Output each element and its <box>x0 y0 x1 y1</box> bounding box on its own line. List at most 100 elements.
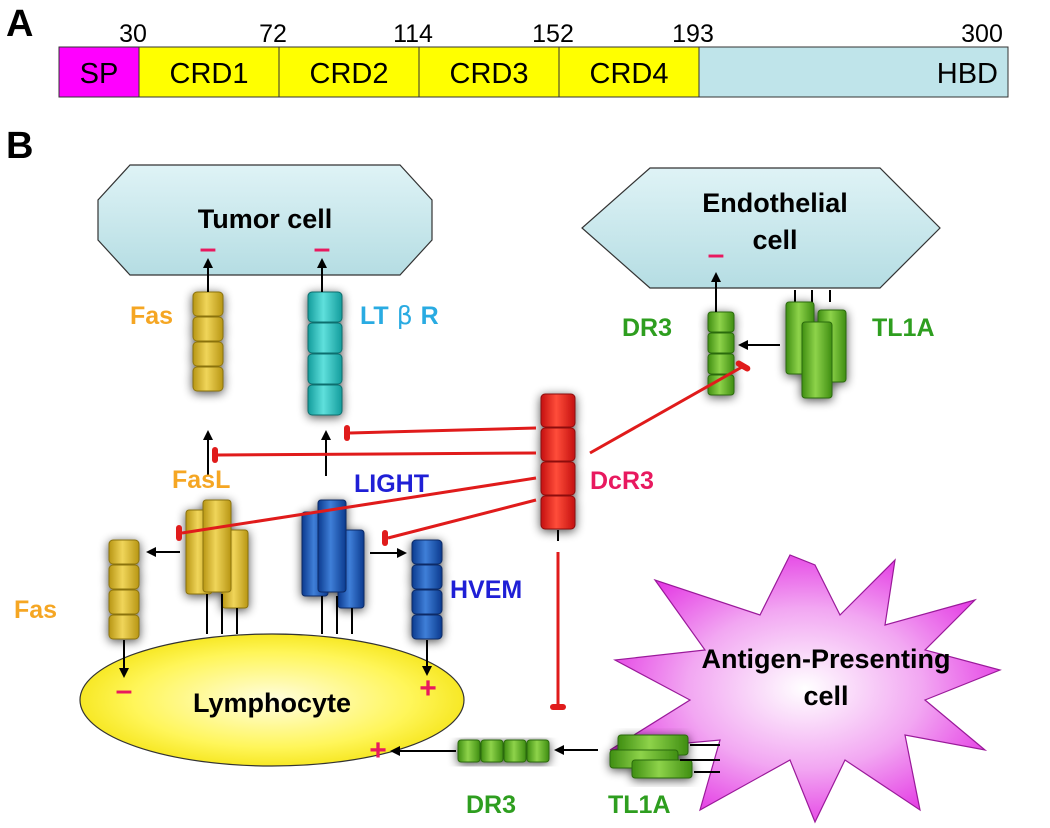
dr3-plus-sign: + <box>369 734 387 767</box>
tumor-minus-sign-ltbr: – <box>314 232 331 265</box>
ltbr-block <box>307 384 343 416</box>
ltbr-block <box>307 322 343 354</box>
dr3-top-label: DR3 <box>622 314 672 342</box>
dr3-receptor-bottom <box>457 739 550 763</box>
segment-crd4 <box>558 46 700 98</box>
segment-crd4-label: CRD4 <box>590 58 669 90</box>
tl1a-top-label: TL1A <box>872 314 935 342</box>
segment-hbd <box>698 46 1009 98</box>
segment-crd3-label: CRD3 <box>450 58 529 90</box>
hvem-block <box>411 564 443 590</box>
fas-receptor-bottom <box>108 539 140 640</box>
inhibit-light-head <box>382 530 388 546</box>
dr3-bottom-block <box>503 739 527 763</box>
endothelial-cell-shape <box>581 167 941 289</box>
dcr3-block <box>540 393 576 428</box>
fasl-block <box>202 499 232 593</box>
fas-bottom-block <box>108 614 140 640</box>
segment-crd2-label: CRD2 <box>310 58 389 90</box>
tumor-cell-shape <box>97 164 433 276</box>
dr3-top-block <box>707 311 735 333</box>
endothelial-cell: Endothelial cell <box>581 167 941 289</box>
hvem-receptor <box>411 539 443 640</box>
panel-b-label: B <box>6 125 33 167</box>
inhibit-fasl-bottom-line <box>181 476 537 535</box>
hvem-block <box>411 589 443 615</box>
tl1a-bottom-body <box>609 734 693 779</box>
fas-top-label: Fas <box>130 302 173 330</box>
ltbr-block <box>307 353 343 385</box>
inhibit-fasl-bottom-head <box>176 525 182 541</box>
light-body <box>301 499 365 609</box>
fas-bottom-block <box>108 589 140 615</box>
fas-receptor-top <box>192 291 224 392</box>
dcr3-block <box>540 495 576 530</box>
lymphocyte: Lymphocyte <box>79 633 465 767</box>
ltbr-block <box>307 291 343 323</box>
position-72: 72 <box>259 20 287 48</box>
inhibit-tl1a-top-line <box>589 365 743 455</box>
fas-top-block <box>192 366 224 392</box>
tl1a-bottom-label: TL1A <box>608 791 671 819</box>
fas-bottom-label: Fas <box>14 596 57 624</box>
dr3-bottom-block <box>480 739 504 763</box>
dr3-top-block <box>707 353 735 375</box>
tumor-cell-label: Tumor cell <box>198 204 333 234</box>
lymphocyte-plus-sign: + <box>419 672 437 705</box>
position-152: 152 <box>532 20 574 48</box>
apc-label-line2: cell <box>803 681 848 711</box>
dcr3-block <box>540 461 576 496</box>
fas-bottom-block <box>108 564 140 590</box>
domain-bar: SP CRD1 CRD2 CRD3 CRD4 HBD 30 72 114 152… <box>58 20 1009 98</box>
fasl-label: FasL <box>172 466 230 494</box>
segment-crd1 <box>138 46 280 98</box>
tumor-minus-sign-fas: – <box>200 232 217 265</box>
apc-label-line1: Antigen-Presenting <box>701 644 950 674</box>
segment-crd2 <box>278 46 420 98</box>
ltbr-label-r: R <box>421 302 439 330</box>
dr3-bottom-block <box>526 739 550 763</box>
fas-bottom-block <box>108 539 140 565</box>
segment-crd1-label: CRD1 <box>170 58 249 90</box>
inhibit-tl1a-top-head <box>735 360 751 372</box>
inhibit-fasl-line <box>217 451 537 457</box>
tl1a-top-block <box>801 321 833 399</box>
lymphocyte-shape <box>79 633 465 767</box>
lymphocyte-label: Lymphocyte <box>193 688 351 718</box>
light-label: LIGHT <box>354 470 429 498</box>
tumor-cell: Tumor cell <box>97 164 433 276</box>
dcr3-inhibitions <box>176 360 751 710</box>
fasl-ligand <box>185 499 249 634</box>
tl1a-bottom-block <box>631 759 693 779</box>
tl1a-ligand-bottom <box>609 734 720 779</box>
endothelial-cell-label-line2: cell <box>752 225 797 255</box>
fas-top-block <box>192 341 224 367</box>
light-ligand <box>301 499 365 634</box>
dr3-bottom-label: DR3 <box>466 791 516 819</box>
position-30: 30 <box>119 20 147 48</box>
dr3-bottom-block <box>457 739 481 763</box>
segment-sp <box>58 46 140 98</box>
hvem-block <box>411 539 443 565</box>
endothelial-cell-label-line1: Endothelial <box>702 188 848 218</box>
segment-crd3 <box>418 46 560 98</box>
apc-shape <box>609 554 1002 824</box>
endothelial-minus-sign: – <box>708 238 725 271</box>
dr3-receptor-top <box>707 311 735 396</box>
lymphocyte-minus-sign: – <box>116 674 133 707</box>
ltbr-label-lt: LT <box>360 302 389 330</box>
inhibit-ltbr-head <box>344 425 350 441</box>
panel-a-label: A <box>6 3 33 45</box>
ltbr-label-beta: β <box>397 301 413 330</box>
light-block <box>317 499 347 593</box>
dr3-top-block <box>707 332 735 354</box>
segment-sp-label: SP <box>80 58 119 90</box>
fasl-body <box>185 499 249 609</box>
inhibit-light-line <box>387 498 537 540</box>
position-300: 300 <box>961 20 1003 48</box>
fas-top-block <box>192 291 224 317</box>
position-114: 114 <box>393 20 433 48</box>
dcr3-block <box>540 427 576 462</box>
